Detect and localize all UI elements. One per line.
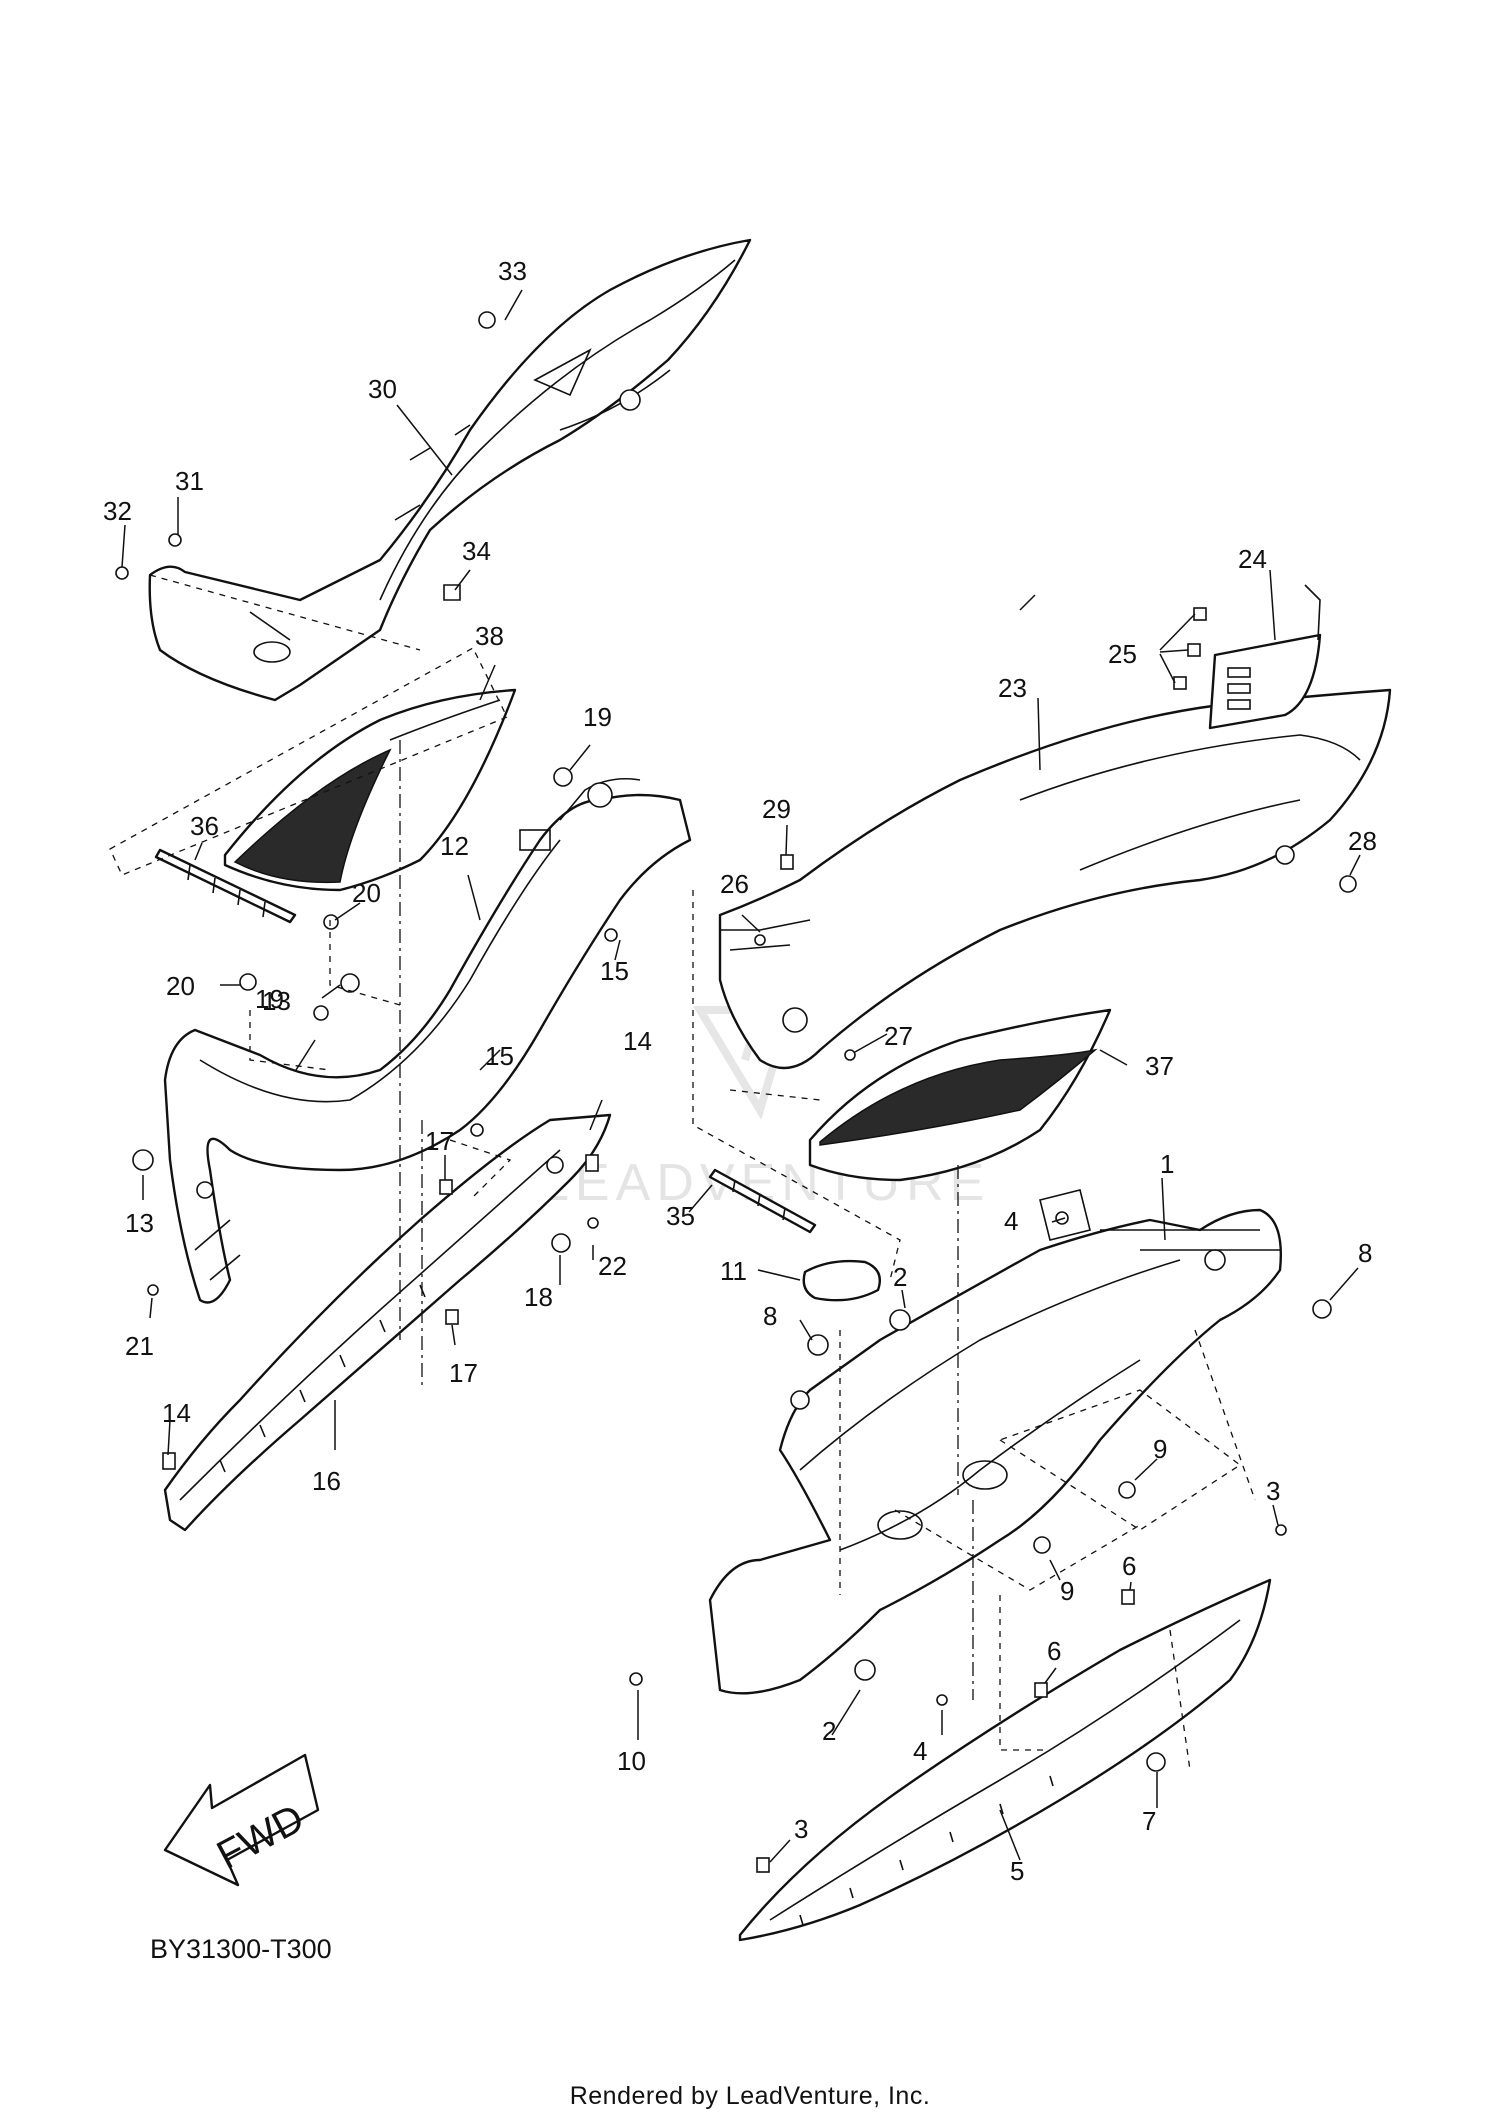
- callout-6: 6: [1047, 1636, 1061, 1666]
- part-36-trim-strip: [154, 848, 297, 924]
- part-12-frame-cover: [163, 777, 692, 1304]
- callout-10: 10: [617, 1746, 646, 1776]
- callout-17: 17: [425, 1126, 454, 1156]
- callout-17: 17: [449, 1358, 478, 1388]
- callout-36: 36: [190, 811, 219, 841]
- callout-20: 20: [352, 878, 381, 908]
- callout-37: 37: [1145, 1051, 1174, 1081]
- diagram-code: BY31300-T300: [150, 1934, 332, 1964]
- part-24-badge: [1208, 584, 1322, 730]
- callout-3: 3: [1266, 1476, 1280, 1506]
- callout-22: 22: [598, 1251, 627, 1281]
- part-38-side-panel: [223, 688, 517, 892]
- callout-33: 33: [498, 256, 527, 286]
- callout-9: 9: [1153, 1434, 1167, 1464]
- callout-8: 8: [1358, 1238, 1372, 1268]
- callout-6: 6: [1122, 1551, 1136, 1581]
- forward-direction-arrow: FWD: [163, 1753, 320, 1887]
- leader-lines: [121, 289, 1361, 1863]
- callout-34: 34: [462, 536, 491, 566]
- callout-14: 14: [623, 1026, 652, 1056]
- callout-28: 28: [1348, 826, 1377, 856]
- part-23-main-cover: [718, 688, 1392, 1070]
- render-credit: Rendered by LeadVenture, Inc.: [569, 2082, 931, 2110]
- callout-14: 14: [162, 1398, 191, 1428]
- part-16-lower-rail: [163, 1113, 612, 1532]
- callout-13: 13: [262, 986, 291, 1016]
- assembly-lines: [109, 574, 1256, 1771]
- callout-9: 9: [1060, 1576, 1074, 1606]
- callout-13: 13: [125, 1208, 154, 1238]
- callout-1: 1: [1160, 1149, 1174, 1179]
- part-37-lower-panel: [808, 1008, 1112, 1182]
- callout-3: 3: [794, 1814, 808, 1844]
- fasteners: [115, 311, 1357, 1873]
- callout-24: 24: [1238, 544, 1267, 574]
- callout-26: 26: [720, 869, 749, 899]
- callout-23: 23: [998, 673, 1027, 703]
- callout-20: 20: [166, 971, 195, 1001]
- callout-27: 27: [884, 1021, 913, 1051]
- callout-18: 18: [524, 1282, 553, 1312]
- callout-25: 25: [1108, 639, 1137, 669]
- callout-35: 35: [666, 1201, 695, 1231]
- callout-2: 2: [822, 1716, 836, 1746]
- callout-12: 12: [440, 831, 469, 861]
- callout-29: 29: [762, 794, 791, 824]
- part-11-cap: [802, 1259, 882, 1302]
- callout-4: 4: [1004, 1206, 1018, 1236]
- callout-15: 15: [485, 1041, 514, 1071]
- callout-8: 8: [763, 1301, 777, 1331]
- callout-19: 19: [255, 984, 284, 1014]
- callout-30: 30: [368, 374, 397, 404]
- callout-4: 4: [913, 1736, 927, 1766]
- callout-31: 31: [175, 466, 204, 496]
- callout-21: 21: [125, 1331, 154, 1361]
- part-5-lower-cover: [738, 1578, 1272, 1942]
- part-1-floor-body: [708, 1189, 1282, 1695]
- callout-5: 5: [1010, 1856, 1024, 1886]
- callout-2: 2: [893, 1262, 907, 1292]
- callout-11: 11: [720, 1256, 747, 1286]
- part-30-upper-cover: [148, 238, 752, 702]
- callout-19: 19: [583, 702, 612, 732]
- callout-16: 16: [312, 1466, 341, 1496]
- callout-38: 38: [475, 621, 504, 651]
- callout-7: 7: [1142, 1806, 1156, 1836]
- callout-labels: 1 2 2 3 3 4 4 5 6 6 7 8 8 9 9 10 11 12 1…: [103, 256, 1377, 1886]
- callout-15: 15: [600, 956, 629, 986]
- callout-32: 32: [103, 496, 132, 526]
- part-35-trim: [708, 1168, 817, 1234]
